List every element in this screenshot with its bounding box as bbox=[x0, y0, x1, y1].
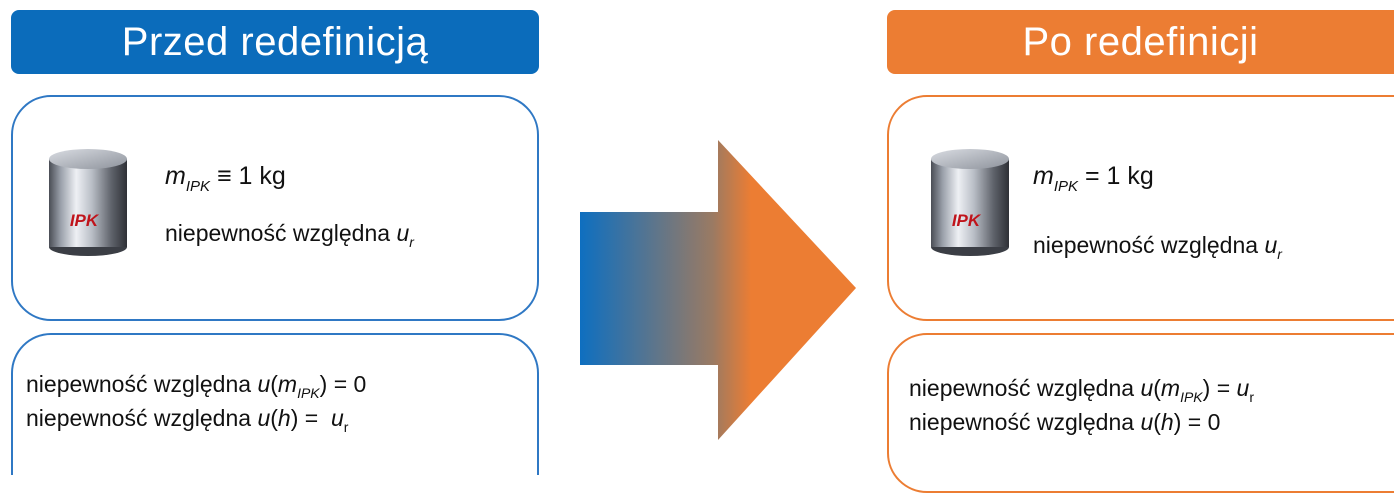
after-title: Po redefinicji bbox=[1022, 19, 1259, 64]
uncertainty-text: niepewność względna bbox=[165, 220, 391, 246]
mass-subscript: IPK bbox=[1053, 178, 1079, 195]
mass-relation: = 1 kg bbox=[1084, 162, 1154, 190]
paren-open: ( bbox=[270, 371, 278, 397]
before-uncertainty-desc: niepewność względna ur bbox=[165, 220, 414, 250]
ipk-cylinder-label: IPK bbox=[70, 211, 100, 230]
line-prefix: niepewność względna bbox=[26, 371, 252, 397]
mass-relation: ≡ 1 kg bbox=[216, 162, 286, 190]
u-symbol: u bbox=[257, 371, 271, 397]
h-symbol: h bbox=[277, 405, 291, 431]
mass-symbol: m bbox=[1033, 162, 1054, 190]
paren-open: ( bbox=[270, 405, 278, 431]
before-line-mass-uncertainty: niepewność względna u(mIPK) = 0 bbox=[26, 371, 366, 401]
paren-close: ) bbox=[1202, 375, 1211, 401]
before-uncertainty-box: niepewność względna u(mIPK) = 0 niepewno… bbox=[11, 333, 539, 475]
after-uncertainty-box: niepewność względna u(mIPK) = ur niepewn… bbox=[887, 333, 1394, 493]
equals-sign: = bbox=[1216, 375, 1231, 401]
after-uncertainty-desc: niepewność względna ur bbox=[1033, 232, 1282, 262]
before-mass-formula: mIPK ≡ 1 kg bbox=[165, 162, 286, 195]
line-value: = 0 bbox=[1187, 409, 1221, 435]
uncertainty-symbol: u bbox=[1264, 232, 1278, 258]
after-mass-formula: mIPK = 1 kg bbox=[1033, 162, 1154, 195]
paren-close: ) bbox=[290, 405, 299, 431]
uncertainty-symbol: u bbox=[396, 220, 410, 246]
m-symbol: m bbox=[1160, 375, 1181, 401]
equals-sign: = bbox=[304, 405, 319, 431]
before-title-banner: Przed redefinicją bbox=[11, 10, 539, 74]
before-definition-box: IPK mIPK ≡ 1 kg niepewność względna ur bbox=[11, 95, 539, 321]
value-u-symbol: u bbox=[330, 405, 344, 431]
after-definition-box: IPK mIPK = 1 kg niepewność względna ur bbox=[887, 95, 1394, 321]
uncertainty-subscript: r bbox=[1277, 246, 1282, 262]
m-symbol: m bbox=[277, 371, 298, 397]
paren-open: ( bbox=[1153, 375, 1161, 401]
value-u-symbol: u bbox=[1236, 375, 1250, 401]
u-symbol: u bbox=[257, 405, 271, 431]
ipk-cylinder-icon: IPK bbox=[931, 149, 1009, 256]
u-symbol: u bbox=[1140, 409, 1154, 435]
m-subscript: IPK bbox=[297, 385, 320, 401]
paren-open: ( bbox=[1153, 409, 1161, 435]
paren-close: ) bbox=[319, 371, 328, 397]
line-prefix: niepewność względna bbox=[909, 375, 1135, 401]
after-title-banner: Po redefinicji bbox=[887, 10, 1394, 74]
paren-close: ) bbox=[1173, 409, 1182, 435]
u-symbol: u bbox=[1140, 375, 1154, 401]
h-symbol: h bbox=[1160, 409, 1174, 435]
value-u-subscript: r bbox=[343, 419, 349, 435]
after-line-mass-uncertainty: niepewność względna u(mIPK) = ur bbox=[909, 375, 1254, 405]
m-subscript: IPK bbox=[1180, 389, 1203, 405]
uncertainty-subscript: r bbox=[409, 234, 414, 250]
ipk-cylinder-label: IPK bbox=[952, 211, 982, 230]
before-line-h-uncertainty: niepewność względna u(h) = ur bbox=[26, 405, 348, 435]
line-value: = 0 bbox=[333, 371, 367, 397]
value-u-subscript: r bbox=[1249, 389, 1255, 405]
transition-arrow-icon bbox=[580, 140, 856, 440]
uncertainty-text: niepewność względna bbox=[1033, 232, 1259, 258]
mass-subscript: IPK bbox=[185, 178, 211, 195]
line-prefix: niepewność względna bbox=[26, 405, 252, 431]
before-title: Przed redefinicją bbox=[121, 19, 429, 64]
after-line-h-uncertainty: niepewność względna u(h) = 0 bbox=[909, 409, 1220, 436]
mass-symbol: m bbox=[165, 162, 186, 190]
line-prefix: niepewność względna bbox=[909, 409, 1135, 435]
ipk-cylinder-icon: IPK bbox=[49, 149, 127, 256]
